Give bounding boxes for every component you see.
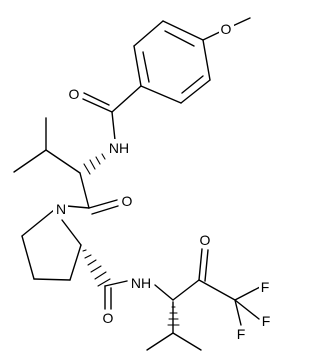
bond-ring-1 [162, 20, 204, 41]
atom-label-benzamide-o: O [69, 86, 80, 102]
bond-ring-3 [133, 45, 142, 87]
bond-alpha-carbonyl [79, 172, 90, 209]
atom-label-methoxy-o: O [221, 21, 232, 37]
atom-label-proline-n: N [56, 201, 66, 217]
bond-pro-alpha-n [61, 219, 82, 246]
bond-ch2-methyl-right [172, 332, 202, 351]
bond-layer [13, 17, 261, 351]
bond-pro-ch2-ch2b [33, 278, 71, 281]
atom-label-fluorine-2: F [262, 313, 271, 329]
stereo-layer [82, 150, 180, 326]
bond-alpha2-ketone [172, 279, 200, 301]
bond-ring-2 [133, 20, 164, 47]
bond-alpha-ch [45, 149, 81, 174]
bond-cf-2 [234, 299, 242, 326]
bond-pro-n-ch2 [21, 209, 55, 237]
atom-label-amide-nh-1: NH [109, 140, 129, 156]
atom-label-fluorine-1: F [261, 279, 270, 295]
chemical-structure-drawing: O O NH O N NH O O F F F [13, 17, 273, 351]
bond-ketone-cf3 [198, 279, 236, 301]
hashed-wedge-ketone-alpha [167, 306, 180, 326]
atom-label-layer: O O NH O N NH O O F F F [53, 21, 273, 342]
bond-ring-double-3 [181, 75, 204, 94]
bond-carbonyl-nh [111, 111, 116, 141]
bond-pro-carbonyl-nh [104, 280, 128, 287]
bond-ring-double-1 [164, 30, 195, 47]
atom-label-valine-carbonyl-o: O [122, 193, 133, 209]
bond-valine-co-1 [88, 199, 118, 209]
atom-label-amide-nh-2: NH [131, 275, 151, 291]
bond-benzamide-co-1 [82, 98, 113, 113]
bond-cf-3 [234, 299, 260, 320]
bond-ring-double-2 [142, 51, 150, 83]
bond-ketone-co-1 [198, 248, 203, 281]
bond-ch2-methyl-left [146, 332, 174, 351]
bond-pro-ch2-alpha [69, 244, 82, 281]
bond-pro-ch2-ch2 [21, 235, 35, 280]
hashed-wedge-proline-alpha [82, 249, 111, 287]
bond-benzamide-co-2 [83, 92, 110, 106]
bond-cf-1 [234, 286, 261, 301]
bond-ring-4 [140, 85, 182, 104]
bond-ketone-co-2 [204, 249, 209, 282]
bond-ring-6 [202, 39, 211, 81]
atom-label-fluorine-3: F [237, 326, 246, 342]
bond-aryl-carbonyl [111, 85, 142, 113]
atom-label-ketone-o: O [200, 232, 211, 248]
atom-label-prolinamide-o: O [103, 310, 114, 326]
bond-ring-5 [180, 79, 211, 104]
bond-valine-co-2 [91, 205, 119, 215]
bond-ch-methyl-left [13, 149, 47, 173]
bond-nh-alpha2 [154, 284, 174, 301]
bond-carbonyl-n [66, 205, 90, 209]
